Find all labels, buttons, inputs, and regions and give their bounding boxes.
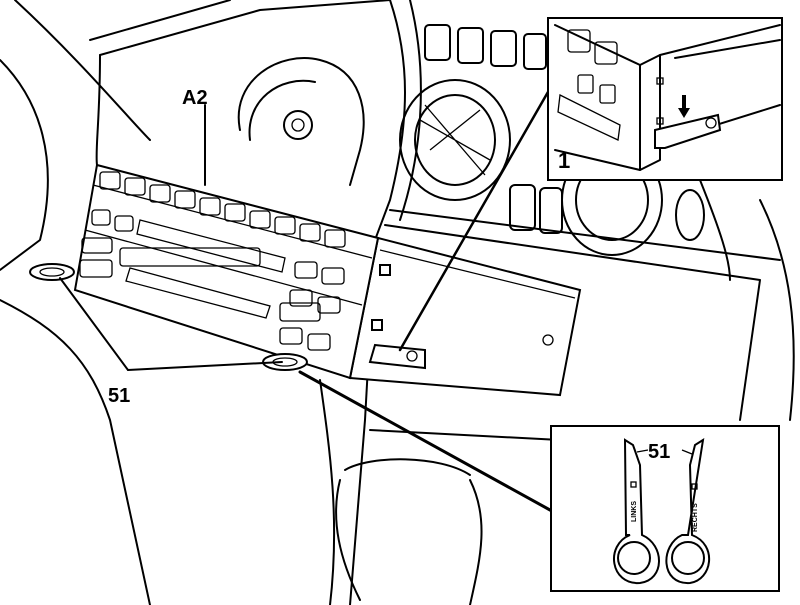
detail-inset-clip: 1 <box>547 17 783 181</box>
inset-tools-label: 51 <box>648 441 670 463</box>
down-arrow-icon <box>678 95 690 118</box>
tool-left: LINKS <box>613 438 660 585</box>
leader-lines <box>59 83 554 512</box>
tool-left-text: LINKS <box>631 501 638 522</box>
removal-tools-label: 51 <box>108 385 130 407</box>
radio-chassis <box>348 236 582 397</box>
ignition-lock <box>237 57 365 186</box>
center-console-vents <box>399 24 705 256</box>
detail-step-label: 1 <box>558 148 570 173</box>
inserted-removal-tools <box>29 263 308 371</box>
radio-label: A2 <box>182 87 208 109</box>
radio-front-panel <box>73 163 380 380</box>
tool-right-text: RECHTS <box>692 503 699 532</box>
tool-right: RECHTS <box>665 437 710 585</box>
detail-inset-tools: LINKS RECHTS 51 <box>550 425 780 592</box>
